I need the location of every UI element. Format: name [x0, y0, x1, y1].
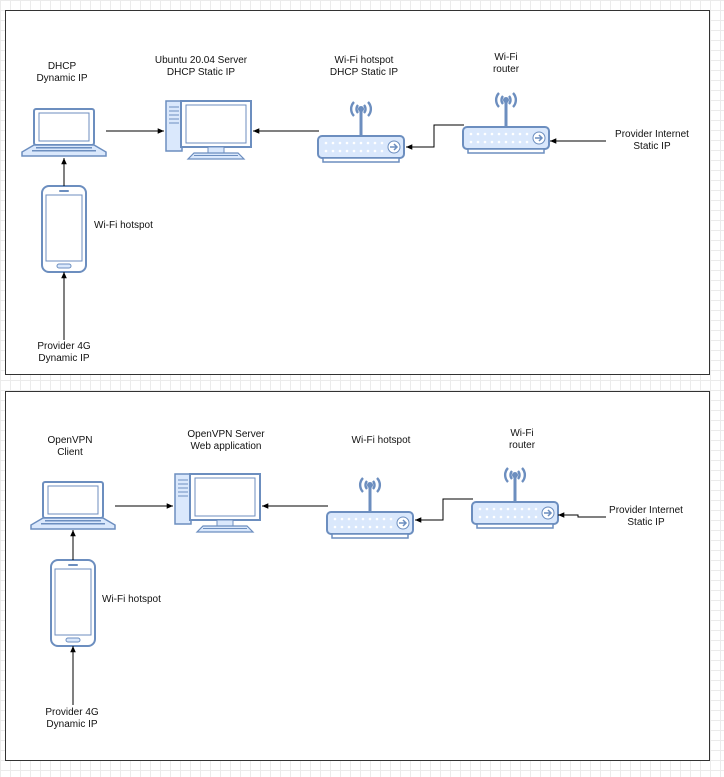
top-wifi-router-label: Wi-Fi router	[493, 52, 519, 76]
bottom-phone-icon	[50, 559, 96, 647]
bottom-provider-internet-line2: Static IP	[627, 517, 665, 528]
top-wifi-router-label-line1: Wi-Fi	[494, 52, 518, 63]
bottom-wifi-router-label: Wi-Fi router	[509, 428, 535, 452]
bottom-laptop-icon	[30, 481, 116, 530]
bottom-server-label: OpenVPN Server Web application	[187, 429, 264, 453]
bottom-laptop-label-line1: OpenVPN	[47, 435, 93, 446]
top-laptop-label: DHCP Dynamic IP	[36, 61, 87, 85]
bottom-wifi-router-icon	[470, 466, 560, 530]
top-server-label-line1: Ubuntu 20.04 Server	[154, 55, 248, 66]
top-server-label-line2: DHCP Static IP	[166, 67, 236, 78]
bottom-provider-internet-line1: Provider Internet	[609, 505, 683, 516]
bottom-wifi-router-label-line2: router	[508, 440, 536, 451]
top-diagram-panel	[5, 10, 710, 375]
top-wifi-router-icon	[461, 91, 551, 155]
bottom-diagram-panel	[5, 391, 710, 761]
bottom-server-label-line1: OpenVPN Server	[187, 429, 265, 440]
top-hotspot-label-line1: Wi-Fi hotspot	[334, 55, 394, 66]
bottom-wifi-router-label-line1: Wi-Fi	[510, 428, 534, 439]
top-provider-4g-line1: Provider 4G	[37, 341, 91, 352]
top-provider-internet-label: Provider Internet Static IP	[615, 129, 689, 153]
bottom-phone-label: Wi-Fi hotspot	[102, 594, 161, 605]
top-wifi-router-label-line2: router	[492, 64, 520, 75]
bottom-server-icon	[174, 473, 261, 533]
bottom-hotspot-router-icon	[325, 476, 415, 540]
top-hotspot-router-icon	[316, 100, 406, 164]
top-provider-internet-line2: Static IP	[633, 141, 671, 152]
top-hotspot-label-line2: DHCP Static IP	[329, 67, 399, 78]
top-server-icon	[165, 100, 252, 160]
bottom-provider-4g-label: Provider 4G Dynamic IP	[45, 707, 98, 731]
top-provider-4g-label: Provider 4G Dynamic IP	[37, 341, 90, 365]
top-server-label: Ubuntu 20.04 Server DHCP Static IP	[155, 55, 247, 79]
top-provider-4g-line2: Dynamic IP	[38, 353, 90, 364]
bottom-laptop-label-line2: Client	[57, 447, 83, 458]
bottom-server-label-line2: Web application	[190, 441, 262, 452]
top-hotspot-router-label: Wi-Fi hotspot DHCP Static IP	[330, 55, 398, 79]
bottom-connectors	[70, 498, 606, 705]
top-phone-label: Wi-Fi hotspot	[94, 220, 153, 231]
top-laptop-icon	[21, 108, 107, 157]
top-laptop-label-line2: Dynamic IP	[36, 73, 88, 84]
top-connectors	[61, 124, 606, 340]
bottom-laptop-label: OpenVPN Client	[47, 435, 92, 459]
top-phone-icon	[41, 185, 87, 273]
bottom-provider-4g-line2: Dynamic IP	[46, 719, 98, 730]
bottom-provider-internet-label: Provider Internet Static IP	[609, 505, 683, 529]
bottom-hotspot-router-label: Wi-Fi hotspot	[351, 435, 411, 446]
bottom-provider-4g-line1: Provider 4G	[45, 707, 99, 718]
top-provider-internet-line1: Provider Internet	[615, 129, 689, 140]
top-laptop-label-line1: DHCP	[47, 61, 77, 72]
